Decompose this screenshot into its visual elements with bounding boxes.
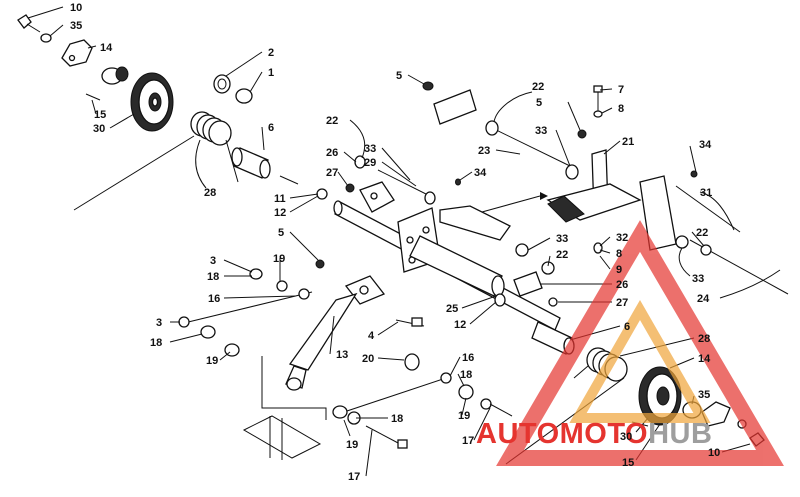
sleeve-part-6 xyxy=(231,147,271,179)
screw-part-15 xyxy=(85,93,101,101)
callout-label: 18 xyxy=(460,369,472,381)
callout-label: 31 xyxy=(700,187,712,199)
callout-label: 11 xyxy=(274,193,286,205)
callout-label: 12 xyxy=(454,319,466,331)
bolt-part-10 xyxy=(17,14,41,33)
callout-label: 3 xyxy=(156,317,162,329)
washer-part-35 xyxy=(40,33,52,43)
main-shaft-assembly xyxy=(333,155,575,355)
callout-label: 35 xyxy=(698,389,710,401)
lower-left-assembly xyxy=(178,259,513,460)
triangle-logo-icon xyxy=(496,220,784,466)
rod-part-23 xyxy=(487,125,571,167)
callout-label: 26 xyxy=(616,279,628,291)
callout-label: 3 xyxy=(210,255,216,267)
callout-label: 30 xyxy=(93,123,105,135)
callout-label: 34 xyxy=(699,139,712,151)
watermark-text: AUTOMOTOHUB xyxy=(476,418,712,450)
callout-label: 20 xyxy=(362,353,374,365)
callout-label: 5 xyxy=(278,227,284,239)
callout-label: 19 xyxy=(458,410,470,422)
callout-label: 23 xyxy=(478,145,490,157)
callout-label: 34 xyxy=(474,167,487,179)
torsion-spring-part-28 xyxy=(73,111,239,211)
idler-wheel-part-30-lower xyxy=(638,366,682,426)
link-part-16 xyxy=(179,291,313,325)
callout-label: 16 xyxy=(462,352,474,364)
callout-label: 29 xyxy=(364,157,376,169)
callout-label: 17 xyxy=(348,471,360,483)
callout-label: 35 xyxy=(70,20,82,32)
callout-label: 16 xyxy=(208,293,220,305)
callout-label: 15 xyxy=(622,457,634,469)
callout-label: 26 xyxy=(326,147,338,159)
stopper-bracket xyxy=(433,89,477,125)
callout-label: 14 xyxy=(100,42,113,54)
upper-right-assembly xyxy=(422,81,789,295)
link-part-16-lower xyxy=(337,377,447,415)
callout-label: 33 xyxy=(692,273,704,285)
tube-part-25 xyxy=(409,235,503,297)
callout-label: 18 xyxy=(391,413,403,425)
callout-label: 1 xyxy=(268,67,274,79)
callout-label: 15 xyxy=(94,109,106,121)
callout-label: 6 xyxy=(624,321,630,333)
callout-label: 8 xyxy=(618,103,624,115)
spacer-part-20 xyxy=(404,353,420,371)
callout-label: 22 xyxy=(696,227,708,239)
callout-label: 10 xyxy=(708,447,720,459)
callout-labels: 10 35 14 2 1 15 30 6 28 5 22 5 7 8 33 21… xyxy=(70,2,720,483)
idler-wheel-part-30 xyxy=(130,72,174,132)
callout-label: 5 xyxy=(396,70,402,82)
callout-label: 22 xyxy=(326,115,338,127)
callout-label: 28 xyxy=(204,187,216,199)
callout-label: 9 xyxy=(616,264,622,276)
callout-label: 33 xyxy=(556,233,568,245)
callout-label: 13 xyxy=(336,349,348,361)
callout-label: 19 xyxy=(346,439,358,451)
callout-label: 8 xyxy=(616,248,622,260)
leader-lines xyxy=(27,6,781,477)
callout-label: 25 xyxy=(446,303,458,315)
callout-label: 19 xyxy=(206,355,218,367)
bracket-part-26-lower xyxy=(513,271,543,297)
callout-label: 22 xyxy=(556,249,568,261)
callout-label: 33 xyxy=(364,143,376,155)
upper-left-assembly xyxy=(17,14,328,211)
callout-label: 24 xyxy=(697,293,710,305)
callout-label: 10 xyxy=(70,2,82,14)
bushing-part xyxy=(101,66,129,85)
callout-label: 17 xyxy=(462,435,474,447)
shock-absorber-part-13 xyxy=(285,275,386,391)
bearing-part-2 xyxy=(213,74,231,94)
callout-label: 14 xyxy=(698,353,711,365)
callout-label: 33 xyxy=(535,125,547,137)
callout-label: 4 xyxy=(368,330,375,342)
callout-label: 32 xyxy=(616,232,628,244)
callout-label: 21 xyxy=(622,136,634,148)
callout-label: 27 xyxy=(326,167,338,179)
callout-label: 19 xyxy=(273,253,285,265)
callout-label: 18 xyxy=(207,271,219,283)
callout-label: 22 xyxy=(532,81,544,93)
callout-label: 18 xyxy=(150,337,162,349)
callout-label: 12 xyxy=(274,207,286,219)
callout-label: 7 xyxy=(618,84,624,96)
callout-label: 28 xyxy=(698,333,710,345)
callout-label: 5 xyxy=(536,97,542,109)
callout-label: 27 xyxy=(616,297,628,309)
watermark-logo: AUTOMOTOHUB xyxy=(476,220,784,466)
ring-part-1 xyxy=(235,88,253,104)
bracket-part-14 xyxy=(61,39,93,67)
callout-label: 30 xyxy=(620,431,632,443)
callout-label: 6 xyxy=(268,122,274,134)
callout-label: 2 xyxy=(268,47,274,59)
